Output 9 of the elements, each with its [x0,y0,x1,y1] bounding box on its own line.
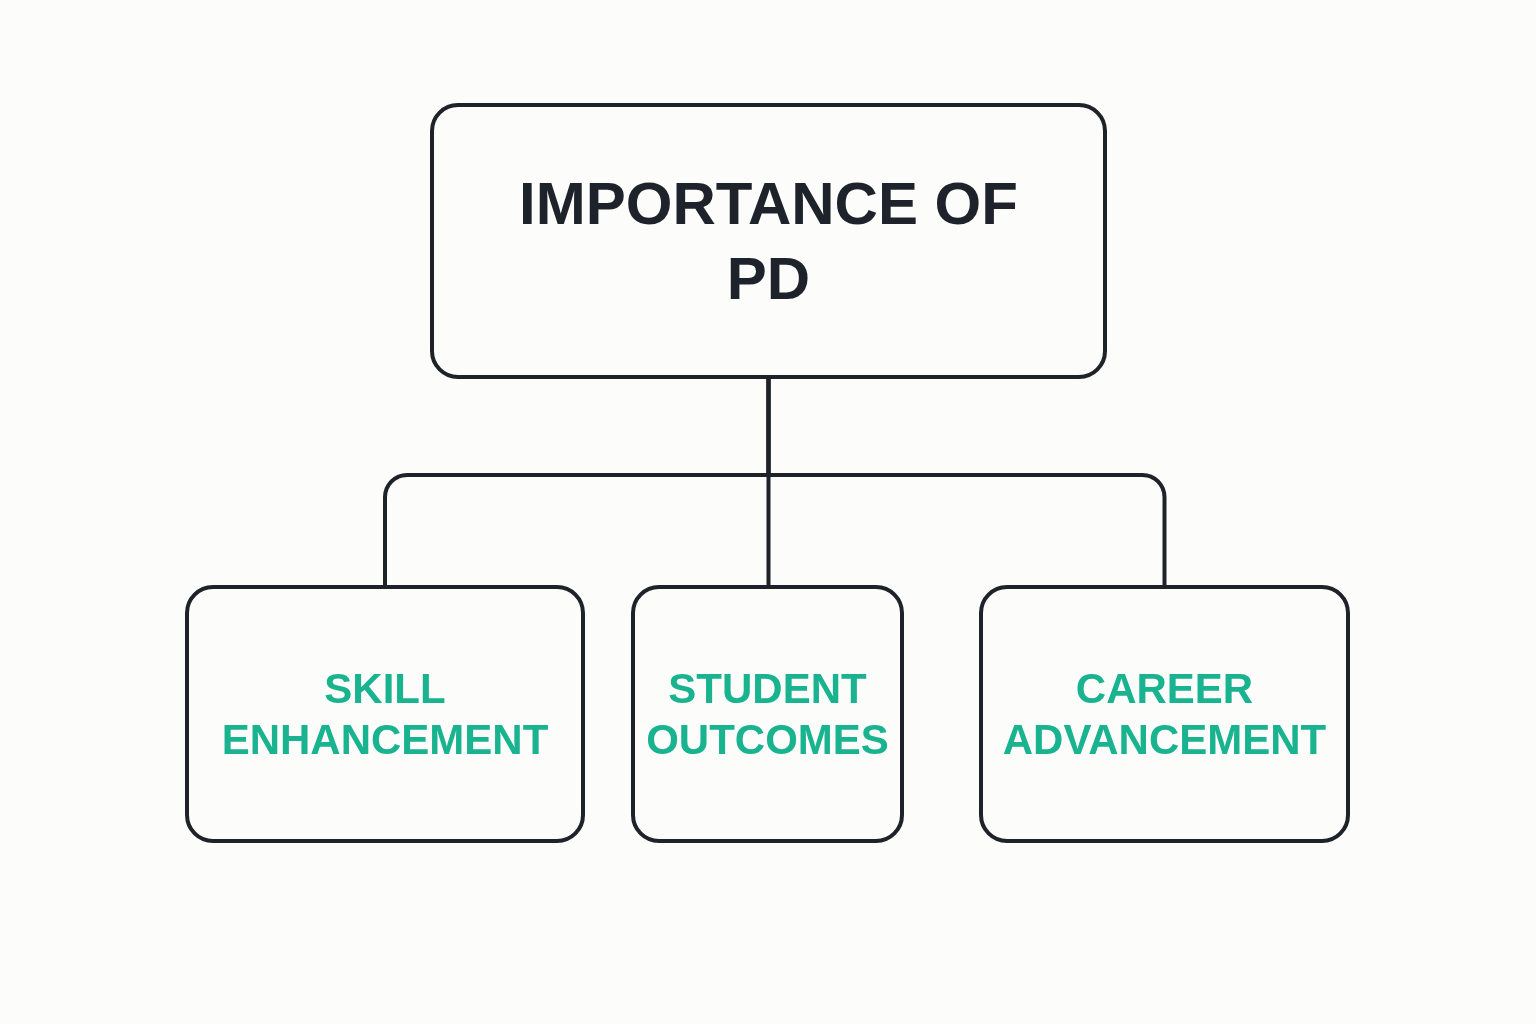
topic-box [430,103,1107,379]
topic-title: IMPORTANCE OF PD [518,169,1019,314]
branch-label: CAREER ADVANCEMENT [1001,663,1328,765]
connector-line [766,379,1167,585]
branch-box [979,585,1350,843]
branch-box [631,585,904,843]
branch-label: SKILL ENHANCEMENT [220,663,550,765]
branch-label: STUDENT OUTCOMES [645,663,890,765]
branch-box [185,585,585,843]
